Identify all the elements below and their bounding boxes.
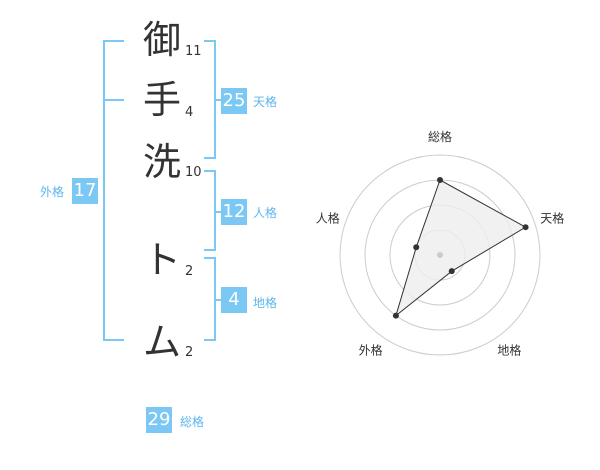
radar-point [522, 224, 529, 231]
name-char-1: 御 [142, 18, 181, 62]
name-char-3: 洗 [142, 140, 181, 184]
stroke-count-3: 10 [185, 165, 202, 180]
tenkaku-label: 天格 [253, 95, 278, 109]
gaikaku-bracket [103, 40, 124, 341]
radar-axis-label: 総格 [428, 129, 452, 144]
radar-axis-label: 地格 [497, 342, 521, 357]
tenkaku-score: 25 [221, 88, 247, 114]
stroke-count-5: 2 [185, 345, 194, 360]
radar-point [448, 268, 455, 275]
jinkaku-bracket [204, 170, 216, 251]
stroke-count-2: 4 [185, 105, 194, 120]
radar-point [437, 177, 443, 183]
radar-grid-circle [339, 154, 541, 356]
radar-point [392, 312, 399, 319]
radar-point [413, 244, 420, 251]
name-char-4: ト [142, 238, 181, 282]
chikaku-label: 地格 [253, 296, 278, 310]
chikaku-score: 4 [221, 287, 247, 313]
radar-axis-label: 人格 [316, 211, 340, 226]
jinkaku-label: 人格 [253, 206, 278, 220]
name-char-2: 手 [142, 78, 181, 122]
stroke-count-4: 2 [185, 264, 194, 279]
radar-area [394, 179, 527, 318]
stroke-count-1: 11 [185, 44, 202, 59]
gaikaku-score: 17 [72, 178, 98, 204]
jinkaku-score: 12 [221, 199, 247, 225]
name-char-5: ム [142, 320, 181, 364]
radar-center-dot [437, 252, 443, 258]
gaikaku-label: 外格 [40, 185, 65, 199]
soukaku-label: 総格 [180, 415, 205, 429]
radar-axis-label: 外格 [359, 342, 383, 357]
radar-axis-label: 天格 [540, 211, 564, 226]
soukaku-score: 29 [146, 407, 172, 433]
